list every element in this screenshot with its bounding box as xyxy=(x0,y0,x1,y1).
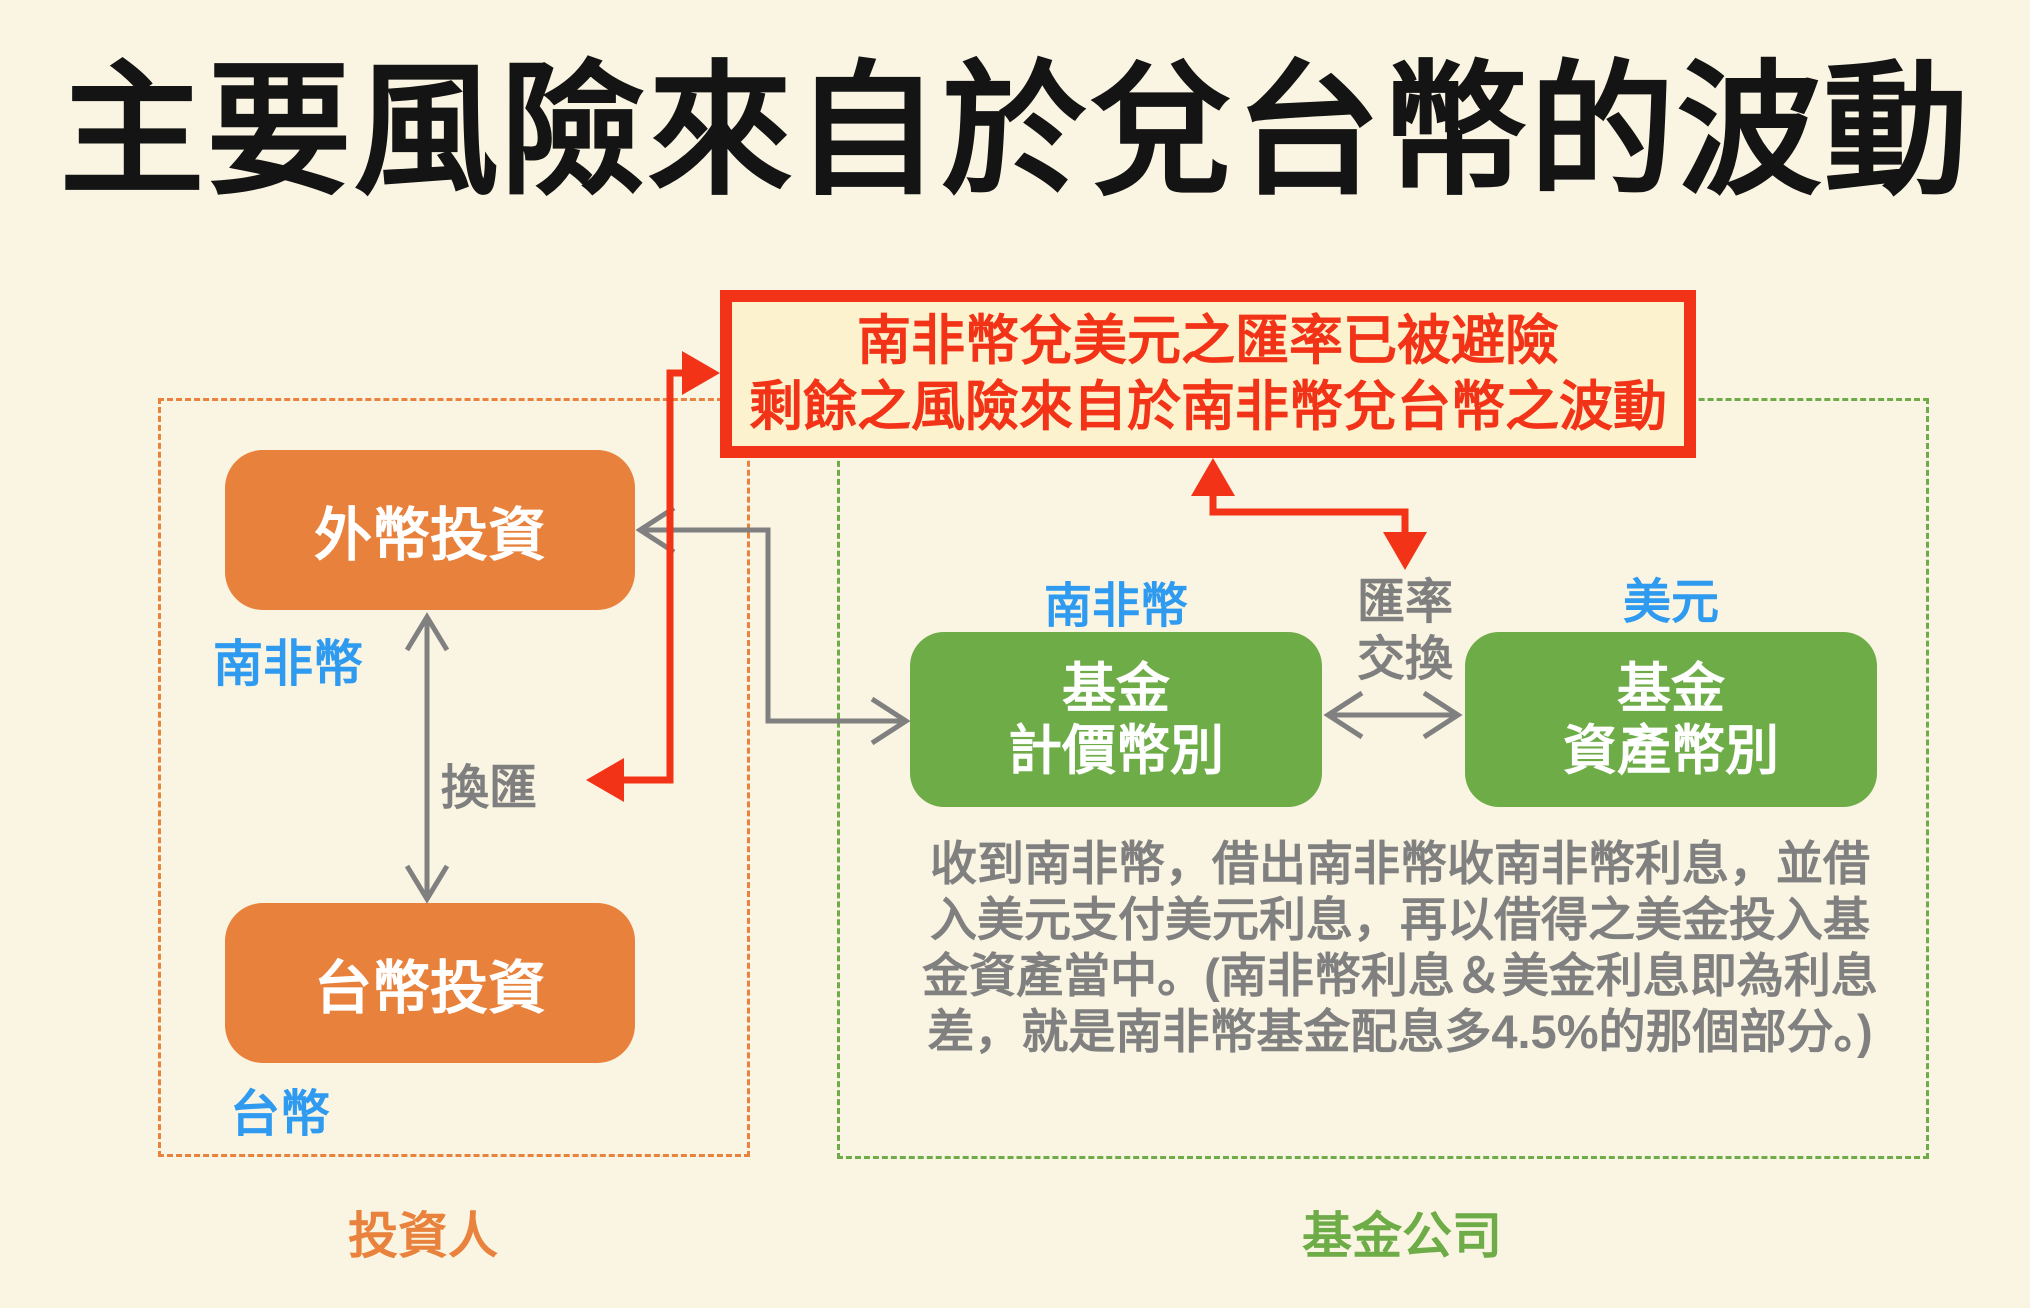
twd-investment-label: 台幣投資 xyxy=(313,956,546,1021)
usd-label: 美元 xyxy=(1622,576,1719,629)
fund-asset-currency-box: 基金 資產幣別 xyxy=(1465,632,1877,807)
fx-swap-label: 換匯 xyxy=(441,762,538,815)
twd-investment-box: 台幣投資 xyxy=(225,903,635,1063)
fund-asset-box-line1: 基金 xyxy=(1617,658,1725,719)
foreign-investment-box: 外幣投資 xyxy=(225,450,635,610)
investor-group-border xyxy=(158,398,750,1157)
fund-asset-box-line2: 資產幣別 xyxy=(1563,720,1779,781)
zar-label-fund: 南非幣 xyxy=(1043,580,1188,633)
fund-pricing-currency-box: 基金 計價幣別 xyxy=(910,632,1322,807)
twd-label: 台幣 xyxy=(230,1086,330,1142)
description-line-3: 金資產當中。(南非幣利息＆美金利息即為利息 xyxy=(922,949,1878,1002)
hedge-note-line2: 剩餘之風險來自於南非幣兌台幣之波動 xyxy=(749,377,1667,437)
page-title: 主要風險來自於兌台幣的波動 xyxy=(59,50,1971,212)
investor-group-label: 投資人 xyxy=(348,1208,498,1264)
description-line-1: 收到南非幣，借出南非幣收南非幣利息，並借 xyxy=(930,837,1870,890)
hedge-note-box: 南非幣兌美元之匯率已被避險 剩餘之風險來自於南非幣兌台幣之波動 xyxy=(720,290,1696,458)
description-line-2: 入美元支付美元利息，再以借得之美金投入基 xyxy=(930,893,1870,946)
fund-pricing-box-line2: 計價幣別 xyxy=(1008,720,1224,781)
currency-swap-label-line1: 匯率 xyxy=(1356,576,1453,629)
zar-label-investor: 南非幣 xyxy=(213,636,363,692)
hedge-note-line1: 南非幣兌美元之匯率已被避險 xyxy=(857,311,1559,371)
foreign-investment-label: 外幣投資 xyxy=(313,503,546,568)
description-line-4: 差，就是南非幣基金配息多4.5%的那個部分。) xyxy=(927,1005,1873,1058)
currency-swap-label: 匯率 交換 xyxy=(1330,574,1480,688)
fund-company-group-label: 基金公司 xyxy=(1302,1208,1502,1264)
fund-pricing-box-line1: 基金 xyxy=(1062,658,1170,719)
currency-swap-label-line2: 交換 xyxy=(1356,633,1453,686)
fund-mechanism-description: 收到南非幣，借出南非幣收南非幣利息，並借 入美元支付美元利息，再以借得之美金投入… xyxy=(845,836,1955,1060)
